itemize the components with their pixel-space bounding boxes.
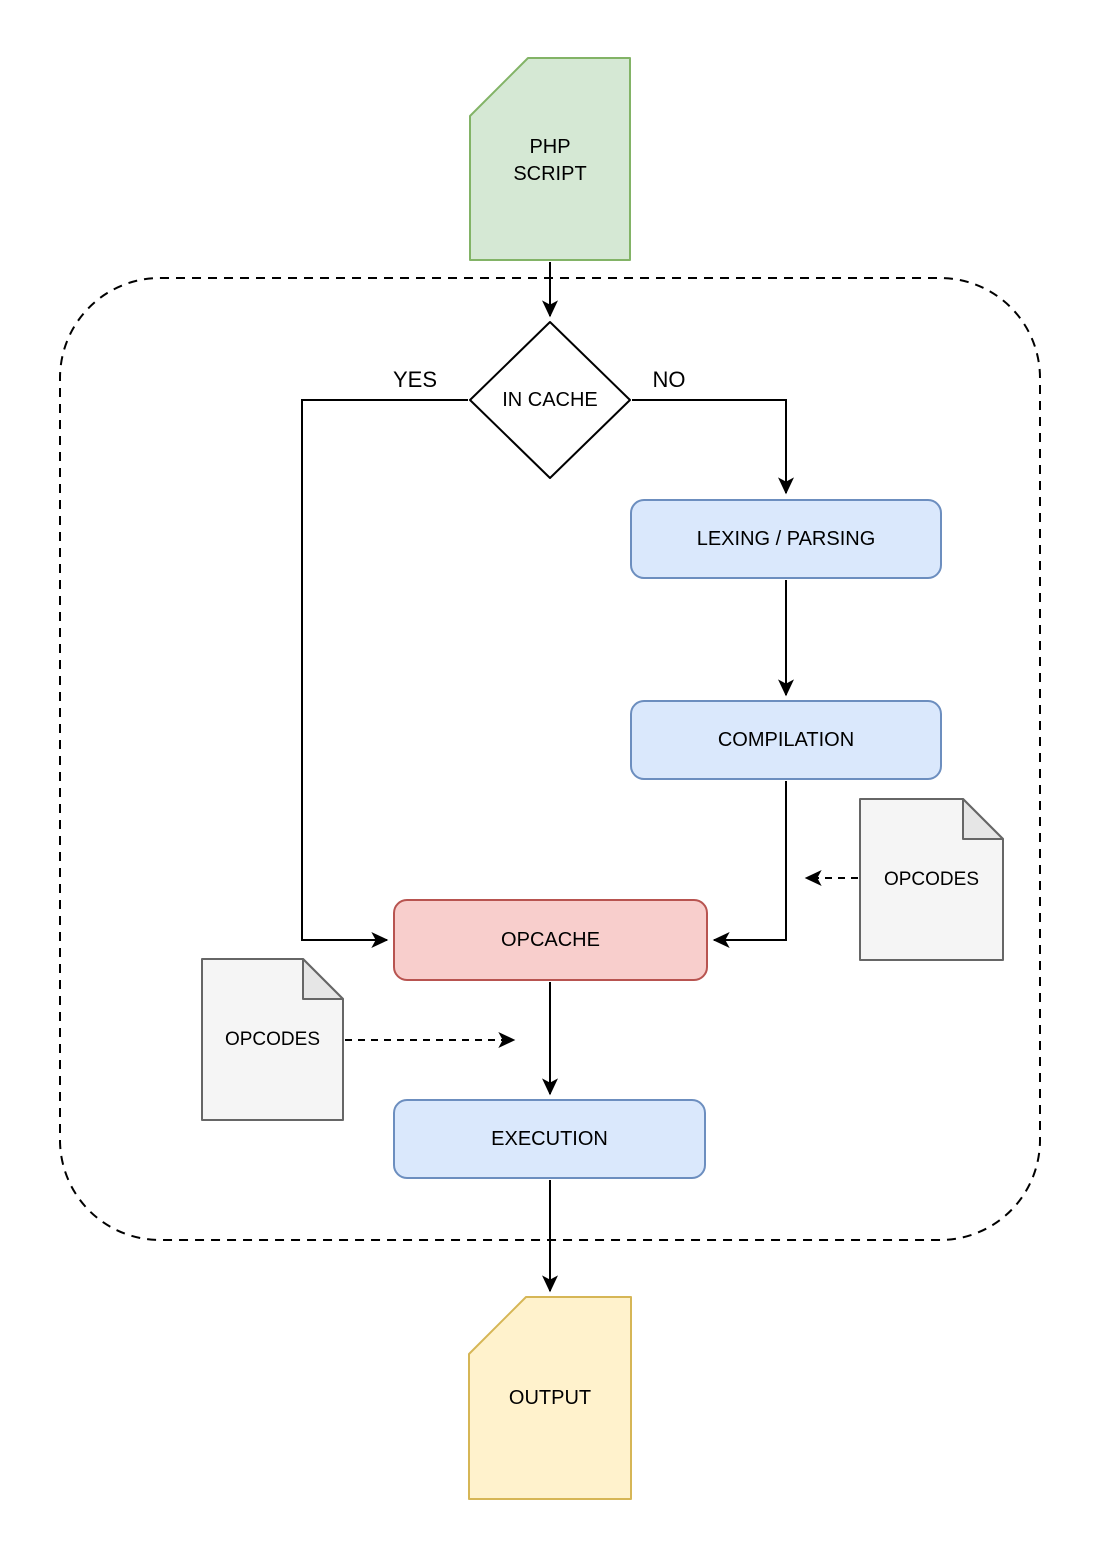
opcodes-note-left [201, 958, 344, 1121]
edge-no-to-lexing-parsing [632, 399, 794, 495]
opcodes-note-right-fold-icon [962, 798, 1004, 840]
in-cache-decision-node [469, 321, 631, 479]
opcodes-note-right [859, 798, 1004, 961]
lexing-parsing-node [630, 499, 942, 579]
edge-yes-to-opcache [301, 399, 468, 948]
output-node [468, 1296, 632, 1500]
execution-node [393, 1099, 706, 1179]
edge-compilation-to-opcache [712, 781, 787, 948]
compilation-node [630, 700, 942, 780]
opcodes-note-left-fold-icon [302, 958, 344, 1000]
php-script-node [469, 57, 631, 261]
opcache-node [393, 899, 708, 981]
